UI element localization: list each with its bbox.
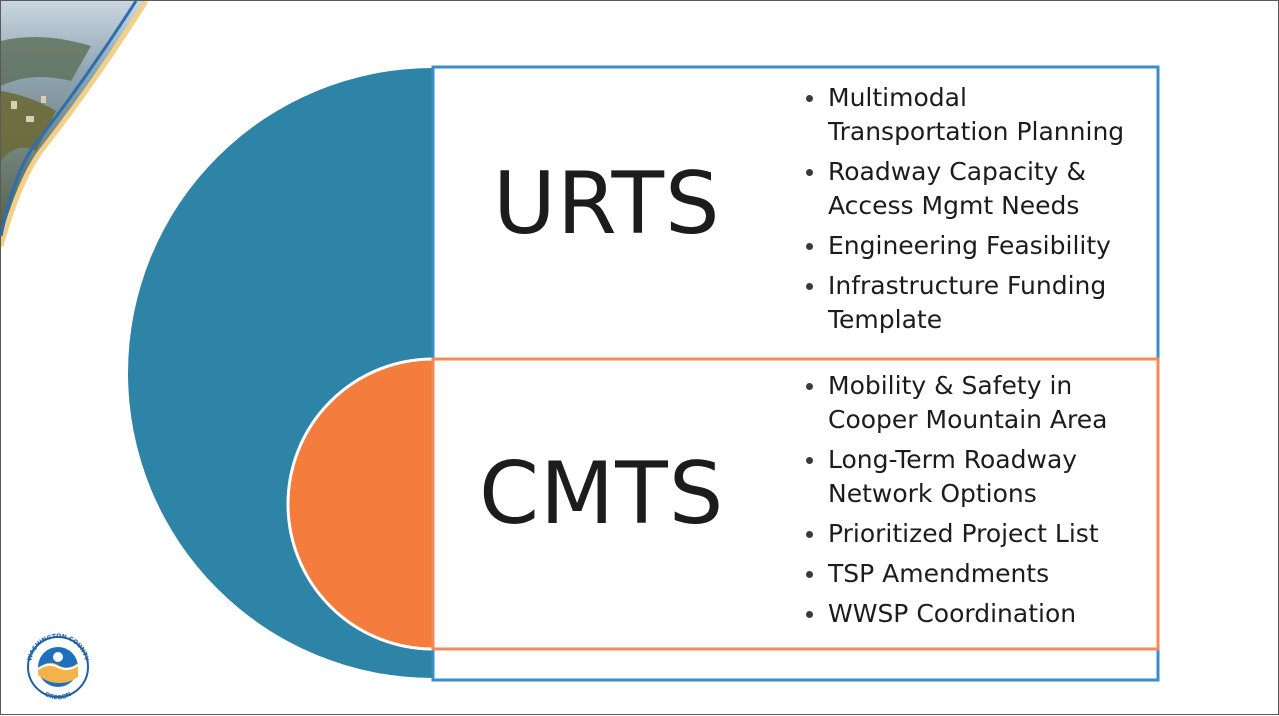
logo-text-bottom: OREGON (43, 691, 72, 702)
list-item: Long-Term Roadway Network Options (804, 443, 1164, 511)
bullet-text: Roadway Capacity & (828, 157, 1086, 186)
bullet-text: Prioritized Project List (828, 519, 1099, 548)
bullet-text: WWSP Coordination (828, 599, 1077, 628)
list-item: WWSP Coordination (804, 597, 1164, 631)
list-item: Infrastructure Funding Template (804, 269, 1164, 337)
bullet-text: Long-Term Roadway (828, 445, 1078, 474)
list-item: Prioritized Project List (804, 517, 1164, 551)
bullet-text-cont: Access Mgmt Needs (828, 191, 1080, 220)
list-item: Engineering Feasibility (804, 229, 1164, 263)
bullet-text: TSP Amendments (828, 559, 1050, 588)
bullet-text: Mobility & Safety in (828, 371, 1073, 400)
bullet-text: Engineering Feasibility (828, 231, 1111, 260)
bullet-text-cont: Template (828, 305, 943, 334)
cmts-half-circle (286, 357, 435, 651)
city-photo-corner (1, 1, 149, 247)
cmts-box (431, 357, 1160, 651)
bullet-text-cont: Network Options (828, 479, 1037, 508)
bullet-text-cont: Cooper Mountain Area (828, 405, 1108, 434)
bullet-text: Infrastructure Funding (828, 271, 1107, 300)
list-item: TSP Amendments (804, 557, 1164, 591)
bullet-text: Multimodal (828, 83, 967, 112)
cmts-bullet-list: Mobility & Safety in Cooper Mountain Are… (804, 369, 1164, 637)
urts-bullet-list: Multimodal Transportation Planning Roadw… (804, 81, 1164, 343)
list-item: Mobility & Safety in Cooper Mountain Are… (804, 369, 1164, 437)
bullet-text-cont: Transportation Planning (828, 117, 1125, 146)
svg-text:OREGON: OREGON (43, 691, 72, 702)
list-item: Roadway Capacity & Access Mgmt Needs (804, 155, 1164, 223)
urts-title: URTS (493, 154, 721, 254)
washington-county-oregon-logo: WASHINGTON COUNTY OREGON (26, 633, 90, 702)
cmts-title: CMTS (479, 444, 725, 544)
list-item: Multimodal Transportation Planning (804, 81, 1164, 149)
